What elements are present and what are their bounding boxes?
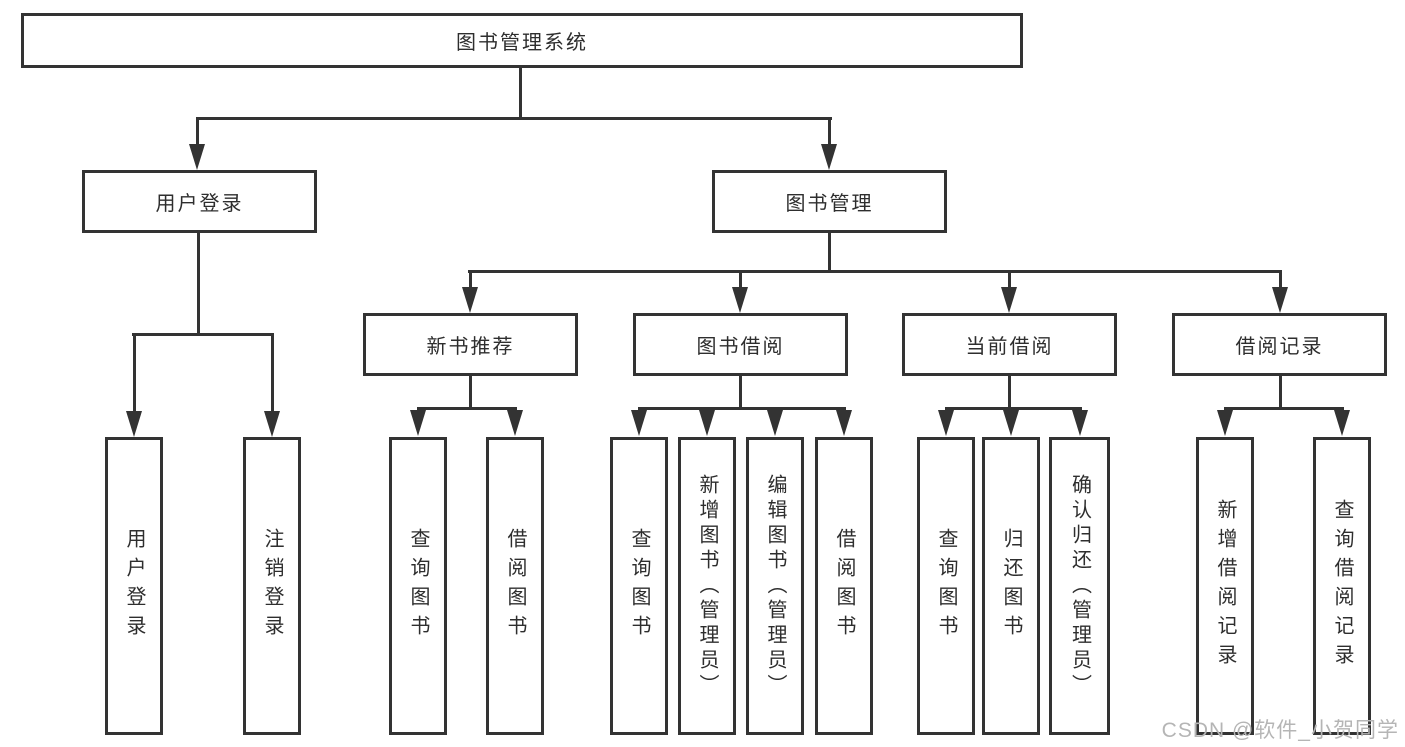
node-book-borrow: 图书借阅 [633,313,848,376]
connector-line [1279,270,1282,290]
connector-line [945,407,1082,410]
connector-line [828,233,831,273]
node-new-book-recommend-label: 新书推荐 [426,336,515,358]
connector-line [828,117,831,146]
leaf-borrow-books: 借阅图书 [815,437,873,735]
connector-line [1008,376,1011,409]
leaf-recommend-borrow-books-label: 借阅图书 [504,528,526,644]
leaf-current-query-books: 查询图书 [917,437,975,735]
node-book-borrow-label: 图书借阅 [696,336,785,358]
leaf-logout-label: 注销登录 [261,528,283,644]
node-root-label: 图书管理系统 [456,32,588,54]
connector-line [197,233,200,336]
connector-line [271,333,274,413]
connector-line [1279,376,1282,409]
arrow-down-icon [938,410,954,436]
node-current-borrow: 当前借阅 [902,313,1117,376]
leaf-logout: 注销登录 [243,437,301,735]
arrow-down-icon [1334,410,1350,436]
node-new-book-recommend: 新书推荐 [363,313,578,376]
connector-line [739,270,742,290]
arrow-down-icon [767,410,783,436]
node-book-management-label: 图书管理 [785,193,874,215]
leaf-query-borrow-record: 查询借阅记录 [1313,437,1371,735]
arrow-down-icon [126,411,142,437]
node-borrow-records: 借阅记录 [1172,313,1387,376]
arrow-down-icon [732,287,748,313]
leaf-return-books-label: 归还图书 [1000,528,1022,644]
arrow-down-icon [1001,287,1017,313]
connector-line [469,376,472,409]
connector-line [469,270,472,290]
connector-line [1008,270,1011,290]
leaf-add-books-admin: 新增图书（管理员） [678,437,736,735]
leaf-return-books: 归还图书 [982,437,1040,735]
arrow-down-icon [1003,410,1019,436]
leaf-confirm-return-admin-label: 确认归还（管理员） [1068,473,1091,699]
connector-line [196,117,199,146]
leaf-add-borrow-record-label: 新增借阅记录 [1214,499,1236,673]
leaf-borrow-query-books-label: 查询图书 [628,528,650,644]
arrow-down-icon [836,410,852,436]
arrow-down-icon [1217,410,1233,436]
arrow-down-icon [507,410,523,436]
leaf-user-login-label: 用户登录 [123,528,145,644]
leaf-borrow-query-books: 查询图书 [610,437,668,735]
connector-line [196,117,832,120]
leaf-query-borrow-record-label: 查询借阅记录 [1331,499,1353,673]
node-current-borrow-label: 当前借阅 [965,336,1054,358]
arrow-down-icon [189,144,205,170]
connector-line [133,333,136,413]
leaf-borrow-books-label: 借阅图书 [833,528,855,644]
leaf-recommend-query-books: 查询图书 [389,437,447,735]
connector-line [468,270,1282,273]
arrow-down-icon [462,287,478,313]
leaf-recommend-query-books-label: 查询图书 [407,528,429,644]
node-user-login: 用户登录 [82,170,317,233]
node-root: 图书管理系统 [21,13,1023,68]
arrow-down-icon [410,410,426,436]
watermark: CSDN @软件_小贺同学 [1161,719,1399,742]
leaf-user-login: 用户登录 [105,437,163,735]
arrow-down-icon [821,144,837,170]
arrow-down-icon [699,410,715,436]
arrow-down-icon [631,410,647,436]
leaf-add-borrow-record: 新增借阅记录 [1196,437,1254,735]
leaf-current-query-books-label: 查询图书 [935,528,957,644]
arrow-down-icon [1272,287,1288,313]
arrow-down-icon [1072,410,1088,436]
node-book-management: 图书管理 [712,170,947,233]
node-borrow-records-label: 借阅记录 [1235,336,1324,358]
leaf-edit-books-admin: 编辑图书（管理员） [746,437,804,735]
leaf-edit-books-admin-label: 编辑图书（管理员） [764,473,786,699]
leaf-recommend-borrow-books: 借阅图书 [486,437,544,735]
connector-line [739,376,742,409]
arrow-down-icon [264,411,280,437]
connector-line [417,407,517,410]
connector-line [638,407,846,410]
connector-line [519,68,522,118]
node-user-login-label: 用户登录 [155,193,244,215]
connector-line [1224,407,1344,410]
connector-line [132,333,274,336]
leaf-confirm-return-admin: 确认归还（管理员） [1049,437,1110,735]
leaf-add-books-admin-label: 新增图书（管理员） [696,473,718,699]
